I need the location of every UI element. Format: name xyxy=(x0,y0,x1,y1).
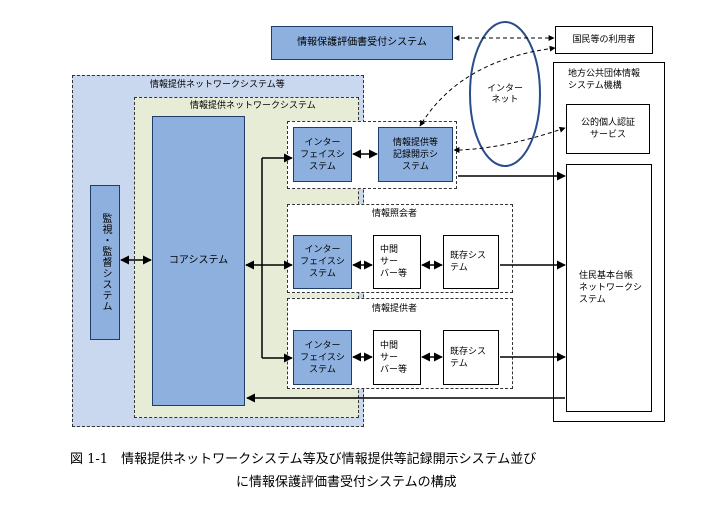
inquirer-interface-system: インター フェイスシ ステム xyxy=(293,235,352,289)
figure-caption-line1: 図 1-1 情報提供ネットワークシステム等及び情報提供等記録開示システム並び xyxy=(70,452,537,467)
disclosure-system: 情報提供等 記録開示シ ステム xyxy=(378,127,453,182)
juki-net-system: 住民基本台帳 ネットワークシ ステム xyxy=(566,164,652,412)
core-system: コアシステム xyxy=(152,116,245,406)
local-gov-label: 地方公共団体情報 システム機構 xyxy=(568,69,641,91)
dashed-citizen-disclosure xyxy=(419,45,556,127)
internet-label: インター ネット xyxy=(487,84,524,105)
inquirer-middle-server: 中間 サー バー等 xyxy=(373,235,421,289)
interface-system-top: インター フェイスシ ステム xyxy=(293,127,352,182)
dashed-auth-disclosure xyxy=(453,126,566,153)
provider-title: 情報提供者 xyxy=(372,304,418,314)
monitoring-system: 監視・監督システム xyxy=(90,185,120,340)
network-system-group-label: 情報提供ネットワークシステム等 xyxy=(150,80,285,90)
provider-interface-system: インター フェイスシ ステム xyxy=(293,330,352,385)
network-system-label: 情報提供ネットワークシステム xyxy=(190,101,316,111)
provider-middle-server: 中間 サー バー等 xyxy=(373,330,421,385)
inquirer-existing-system: 既存シス テム xyxy=(443,235,499,289)
figure-caption-line2: に情報保護評価書受付システムの構成 xyxy=(236,475,457,490)
citizen-user: 国民等の利用者 xyxy=(555,26,653,54)
monitoring-label: 監視・監督システム xyxy=(100,213,111,312)
inquirer-title: 情報照会者 xyxy=(372,209,418,219)
public-personal-auth-service: 公的個人認証 サービス xyxy=(566,104,650,154)
provider-existing-system: 既存シス テム xyxy=(443,330,499,385)
